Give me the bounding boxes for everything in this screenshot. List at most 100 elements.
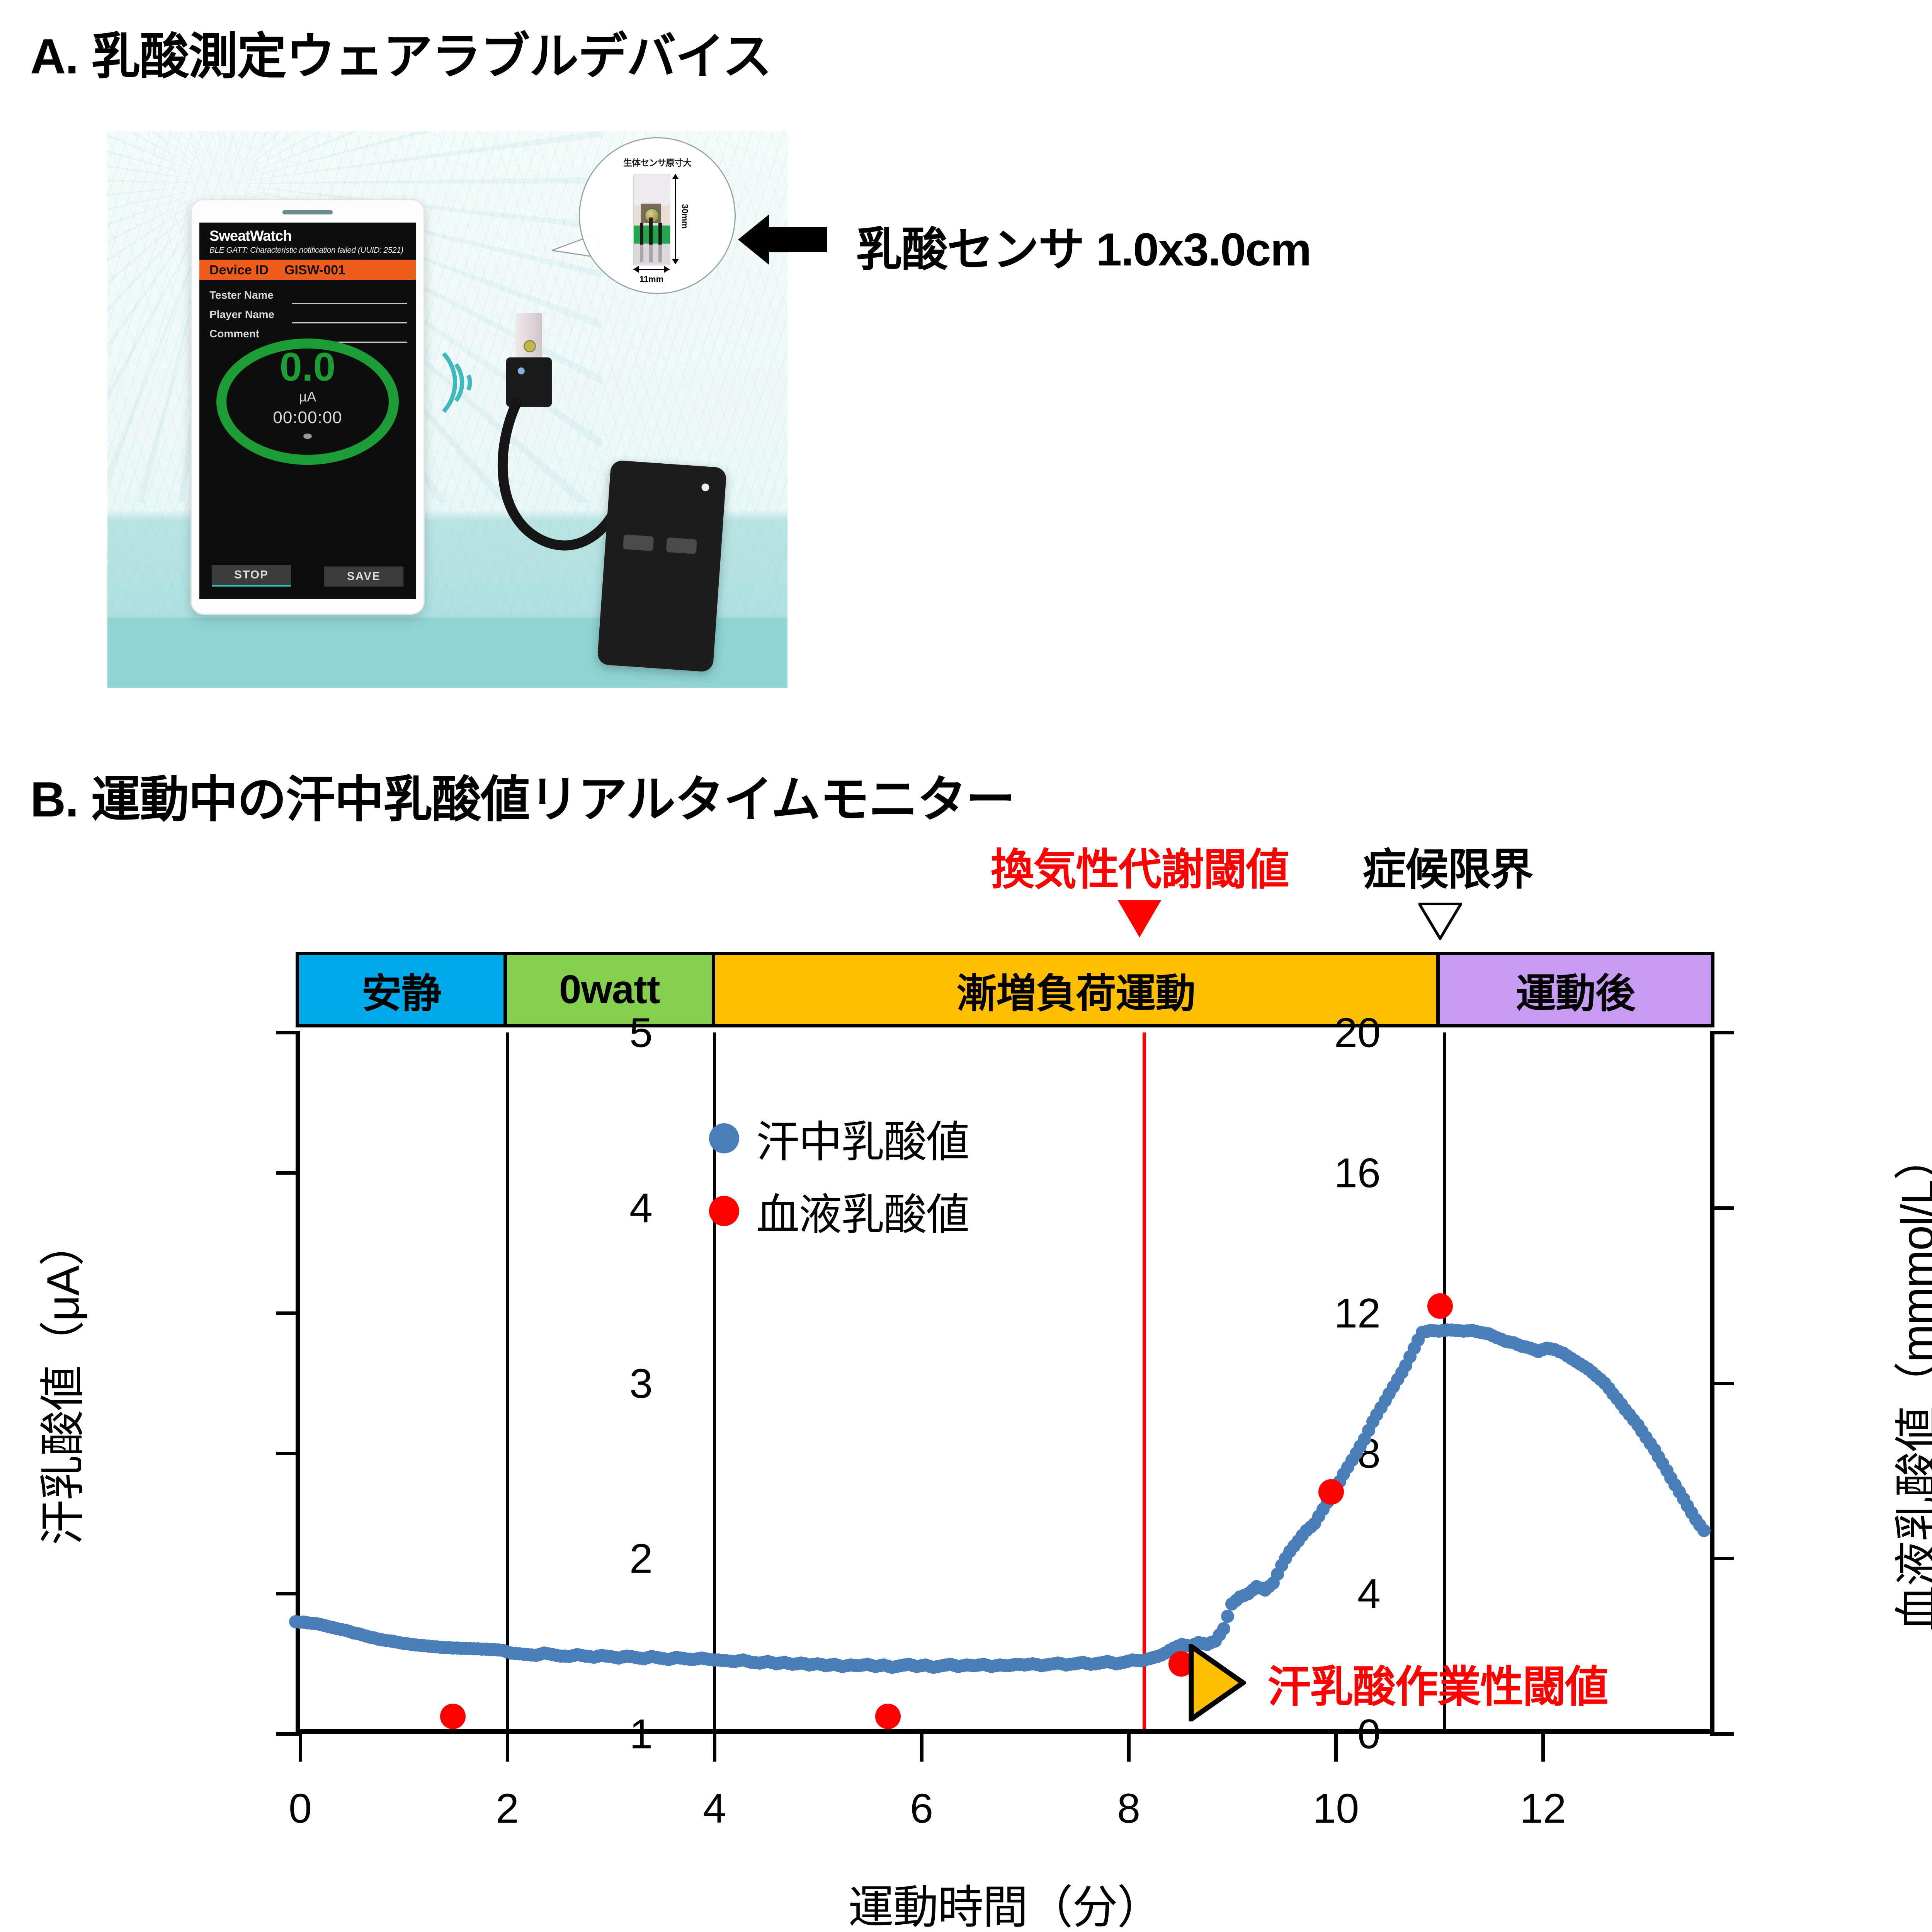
- ble-status-text: BLE GATT: Characteristic notification fa…: [209, 246, 403, 255]
- comment-field[interactable]: Comment: [209, 328, 407, 345]
- chart-legend: 汗中乳酸値 血液乳酸値: [709, 1107, 969, 1252]
- x-axis-tick: [506, 1734, 510, 1762]
- device-photo: SweatWatch BLE GATT: Characteristic noti…: [107, 131, 787, 688]
- x-axis-tick-label: 10: [1313, 1785, 1359, 1832]
- symptom-limit-label: 症候限界: [1362, 845, 1534, 894]
- x-axis-tick-label: 2: [496, 1785, 519, 1832]
- sensor-electrode-icon: [524, 340, 536, 352]
- y-axis-left-tick-label: 20: [1334, 1009, 1381, 1056]
- logger-button-1[interactable]: [622, 534, 654, 551]
- sensor-contact-pad: [649, 245, 653, 262]
- phase-segment-4: 運動後: [1440, 955, 1711, 1024]
- y-axis-right-title: 血液乳酸値（mmmol/L）: [1892, 1135, 1932, 1631]
- pointer-arrow-left-icon: [738, 214, 827, 265]
- gauge-indicator-dot: [303, 434, 312, 439]
- phone-screen: SweatWatch BLE GATT: Characteristic noti…: [199, 223, 416, 599]
- stop-button[interactable]: STOP: [212, 565, 291, 587]
- ventilatory-threshold-line: [1143, 1032, 1146, 1729]
- sensor-callout-bubble: 生体センサ原寸大 30mm 11mm: [579, 137, 736, 294]
- sweat-lactate-threshold-label: 汗乳酸作業性閾値: [1267, 1663, 1608, 1711]
- legend-label-blood: 血液乳酸値: [756, 1190, 969, 1239]
- x-axis-title: 運動時間（分）: [848, 1882, 1163, 1932]
- y-axis-right-tick: [1710, 1381, 1734, 1385]
- legend-item-blood: 血液乳酸値: [709, 1180, 969, 1242]
- y-axis-left-tick-label: 0: [1357, 1710, 1381, 1757]
- phone-speaker-icon: [282, 210, 333, 214]
- tester-name-field[interactable]: Tester Name: [209, 289, 407, 307]
- y-axis-left-title: 汗乳酸値（μA）: [37, 1221, 89, 1546]
- tester-name-label: Tester Name: [209, 289, 274, 301]
- x-axis-tick: [1541, 1734, 1545, 1762]
- x-axis-tick-label: 4: [703, 1785, 726, 1832]
- phase-segment-3: 漸増負荷運動: [715, 955, 1440, 1024]
- y-axis-right-tick-label: 5: [629, 1009, 653, 1056]
- phase-divider-line: [506, 1032, 509, 1729]
- x-axis-tick: [1334, 1734, 1338, 1762]
- logger-button-2[interactable]: [666, 537, 697, 554]
- y-axis-left-tick: [276, 1031, 300, 1034]
- y-axis-right-tick-label: 2: [629, 1535, 653, 1582]
- player-name-field[interactable]: Player Name: [209, 308, 407, 326]
- phase-label: 運動後: [1515, 971, 1636, 1016]
- exercise-phase-bar: 安静 0watt 漸増負荷運動 運動後: [296, 952, 1714, 1027]
- y-axis-right-tick: [1710, 1732, 1734, 1736]
- sensor-closeup-image: [633, 174, 670, 265]
- x-axis-tick: [1127, 1734, 1131, 1762]
- legend-label-sweat: 汗中乳酸値: [756, 1118, 969, 1166]
- ventilatory-threshold-label: 換気性代謝閾値: [991, 845, 1289, 894]
- app-name: SweatWatch: [209, 228, 292, 244]
- y-axis-left-tick-label: 4: [1357, 1570, 1381, 1617]
- comment-input-line[interactable]: [292, 342, 407, 343]
- y-axis-left-tick: [276, 1732, 300, 1736]
- x-axis-tick-label: 0: [288, 1785, 312, 1832]
- device-id-value: GISW-001: [284, 263, 346, 277]
- x-axis-tick-label: 6: [910, 1785, 934, 1832]
- y-axis-right-tick: [1710, 1031, 1734, 1034]
- y-axis-right-tick-label: 1: [629, 1710, 653, 1757]
- player-name-input-line[interactable]: [292, 322, 407, 323]
- y-axis-left-tick: [276, 1311, 300, 1315]
- sensor-cable: [486, 397, 664, 634]
- lactate-gauge-value: 0.0: [279, 345, 336, 389]
- logger-led-icon: [701, 483, 710, 492]
- session-timer: 00:00:00: [273, 408, 342, 427]
- device-id-label: Device ID: [209, 263, 269, 277]
- y-axis-left-tick-label: 16: [1334, 1149, 1381, 1196]
- phase-label: 0watt: [559, 967, 660, 1012]
- phase-segment-2: 0watt: [507, 955, 715, 1024]
- tester-name-input-line[interactable]: [292, 303, 407, 304]
- height-dimension-arrow-icon: [672, 174, 679, 264]
- sensor-trace: [649, 218, 653, 257]
- y-axis-left-tick-label: 8: [1357, 1430, 1381, 1477]
- width-dimension-arrow-icon: [633, 266, 670, 273]
- width-dimension-label: 11mm: [639, 274, 664, 284]
- phase-label: 安静: [361, 971, 442, 1016]
- sensor-trace: [640, 223, 643, 257]
- y-axis-right-tick: [1710, 1557, 1734, 1561]
- legend-dot-sweat-icon: [709, 1123, 739, 1153]
- lactate-gauge-unit: µA: [299, 389, 316, 405]
- wireless-signal-icon: [432, 342, 482, 423]
- x-axis-tick: [713, 1734, 717, 1762]
- lactate-sensor-strip: [515, 313, 542, 359]
- x-axis-tick-label: 8: [1117, 1785, 1141, 1832]
- data-logger-device: [597, 460, 727, 672]
- device-id-bar: Device ID GISW-001: [199, 260, 416, 280]
- legend-dot-blood-icon: [709, 1196, 739, 1226]
- sensor-led-icon: [518, 367, 525, 374]
- panel-b-title: B. 運動中の汗中乳酸値リアルタイムモニター: [30, 772, 1015, 827]
- y-axis-right-tick-label: 4: [629, 1184, 653, 1231]
- x-axis-tick: [299, 1734, 302, 1762]
- sensor-annotation-text: 乳酸センサ 1.0x3.0cm: [856, 224, 1311, 276]
- ventilatory-threshold-marker-icon: [1118, 900, 1162, 937]
- phase-divider-line: [713, 1032, 716, 1729]
- y-axis-right-tick-label: 3: [629, 1360, 653, 1406]
- y-axis-right-tick: [1710, 1206, 1734, 1210]
- comment-label: Comment: [209, 328, 260, 340]
- phase-label: 漸増負荷運動: [956, 971, 1196, 1016]
- y-axis-left-tick-label: 12: [1334, 1289, 1381, 1337]
- save-button[interactable]: SAVE: [324, 566, 403, 587]
- callout-title: 生体センサ原寸大: [623, 158, 692, 168]
- x-axis-tick-label: 12: [1520, 1785, 1566, 1832]
